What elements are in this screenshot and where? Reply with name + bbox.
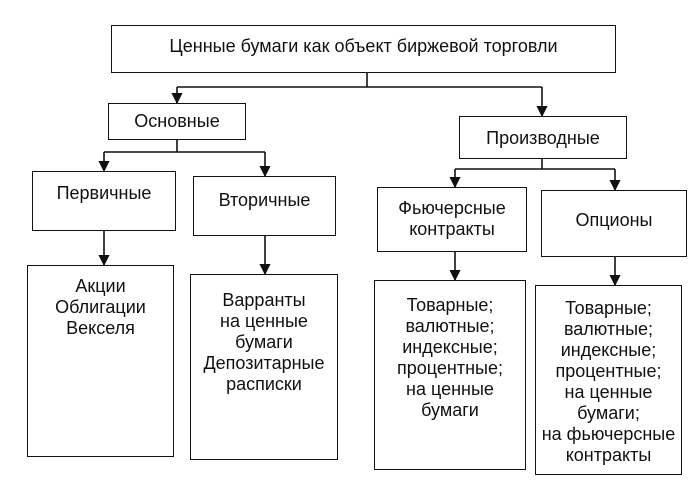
primary-leaf-list: Акции Облигации Векселя	[55, 276, 146, 338]
primary-label: Первичные	[56, 183, 152, 203]
futures-box	[377, 187, 527, 252]
secondary-label: Вторичные	[218, 190, 311, 210]
basic-label: Основные	[134, 111, 220, 131]
futures-leaf-list: Товарные; валютные; индексные; процентны…	[397, 295, 503, 420]
derivative-box	[459, 116, 627, 159]
derivative-label: Производные	[486, 128, 600, 148]
options-leaf-box	[535, 285, 682, 475]
basic-box	[108, 103, 246, 140]
options-box	[541, 190, 687, 257]
root-label: Ценные бумаги как объект биржевой торгов…	[169, 36, 558, 56]
options-leaf-list: Товарные; валютные; индексные; процентны…	[541, 298, 676, 465]
secondary-leaf-list: Варранты на ценные бумаги Депозитарные р…	[203, 290, 325, 394]
secondary-leaf-box	[190, 274, 338, 460]
root-box	[111, 25, 616, 73]
futures-label: Фьючерсные контракты	[398, 198, 506, 239]
primary-leaf-box	[27, 265, 174, 457]
options-label: Опционы	[575, 210, 653, 230]
futures-leaf-box	[374, 280, 526, 470]
secondary-box	[193, 176, 336, 236]
primary-box	[32, 171, 176, 231]
